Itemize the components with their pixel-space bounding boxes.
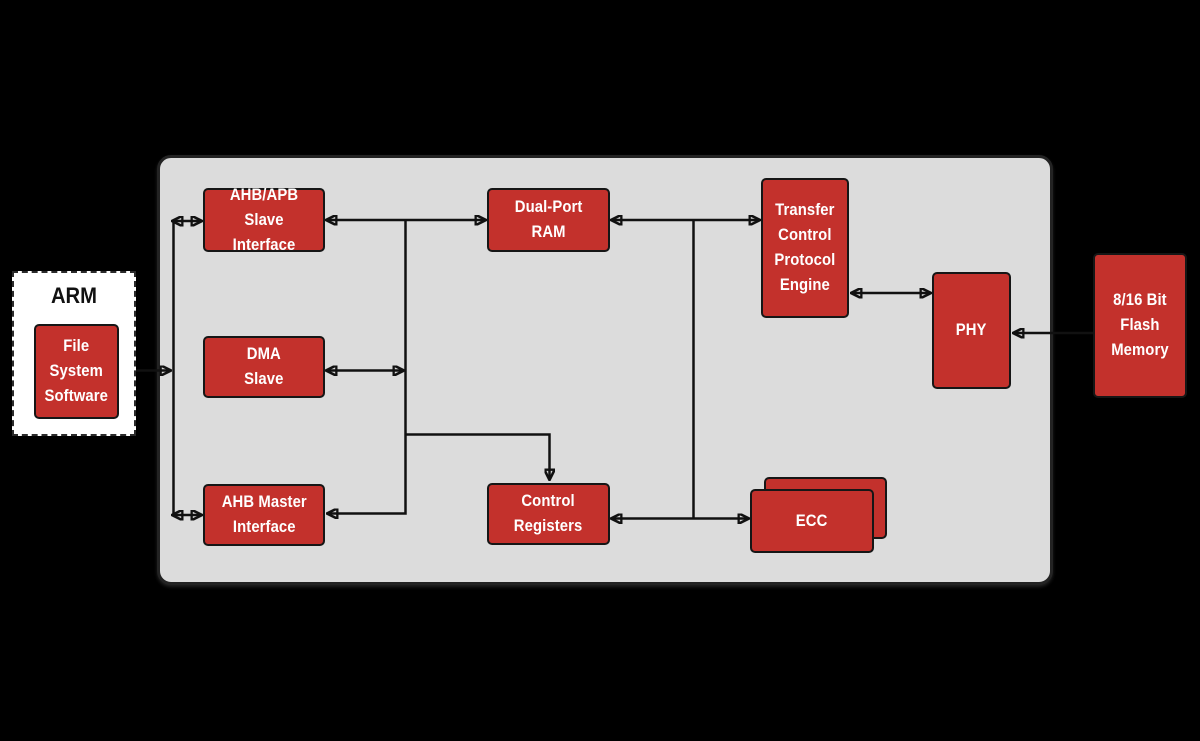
block-flash-memory: 8/16 Bit Flash Memory <box>1093 253 1187 398</box>
block-control-registers: Control Registers <box>487 483 610 545</box>
block-control-registers-label: Control Registers <box>514 492 583 535</box>
block-ahb-master-interface-label: AHB Master Interface <box>221 493 307 536</box>
block-dma-slave: DMA Slave <box>203 336 325 398</box>
block-ahb-master-interface: AHB Master Interface <box>203 484 325 546</box>
block-flash-memory-label: 8/16 Bit Flash Memory <box>1111 291 1169 359</box>
block-phy: PHY <box>932 272 1011 389</box>
block-transfer-control-protocol-engine-label: Transfer Control Protocol Engine <box>774 201 836 294</box>
block-dma-slave-label: DMA Slave <box>244 345 284 388</box>
block-dual-port-ram-label: Dual-Port RAM <box>514 198 583 241</box>
block-ahb-apb-slave-interface: AHB/APB Slave Interface <box>203 186 325 254</box>
block-transfer-control-protocol-engine: Transfer Control Protocol Engine <box>761 178 849 318</box>
block-file-system-software-label: File System Software <box>44 337 109 405</box>
block-phy-label: PHY <box>956 321 987 339</box>
block-ahb-apb-slave-interface-label: AHB/APB Slave Interface <box>229 185 299 254</box>
block-ecc: ECC <box>750 489 874 553</box>
arm-module-title: ARM <box>50 283 98 308</box>
arm-module: ARM File System Software <box>12 271 136 436</box>
block-dual-port-ram: Dual-Port RAM <box>487 188 610 252</box>
block-file-system-software: File System Software <box>34 324 119 419</box>
block-ecc-label: ECC <box>796 511 828 530</box>
